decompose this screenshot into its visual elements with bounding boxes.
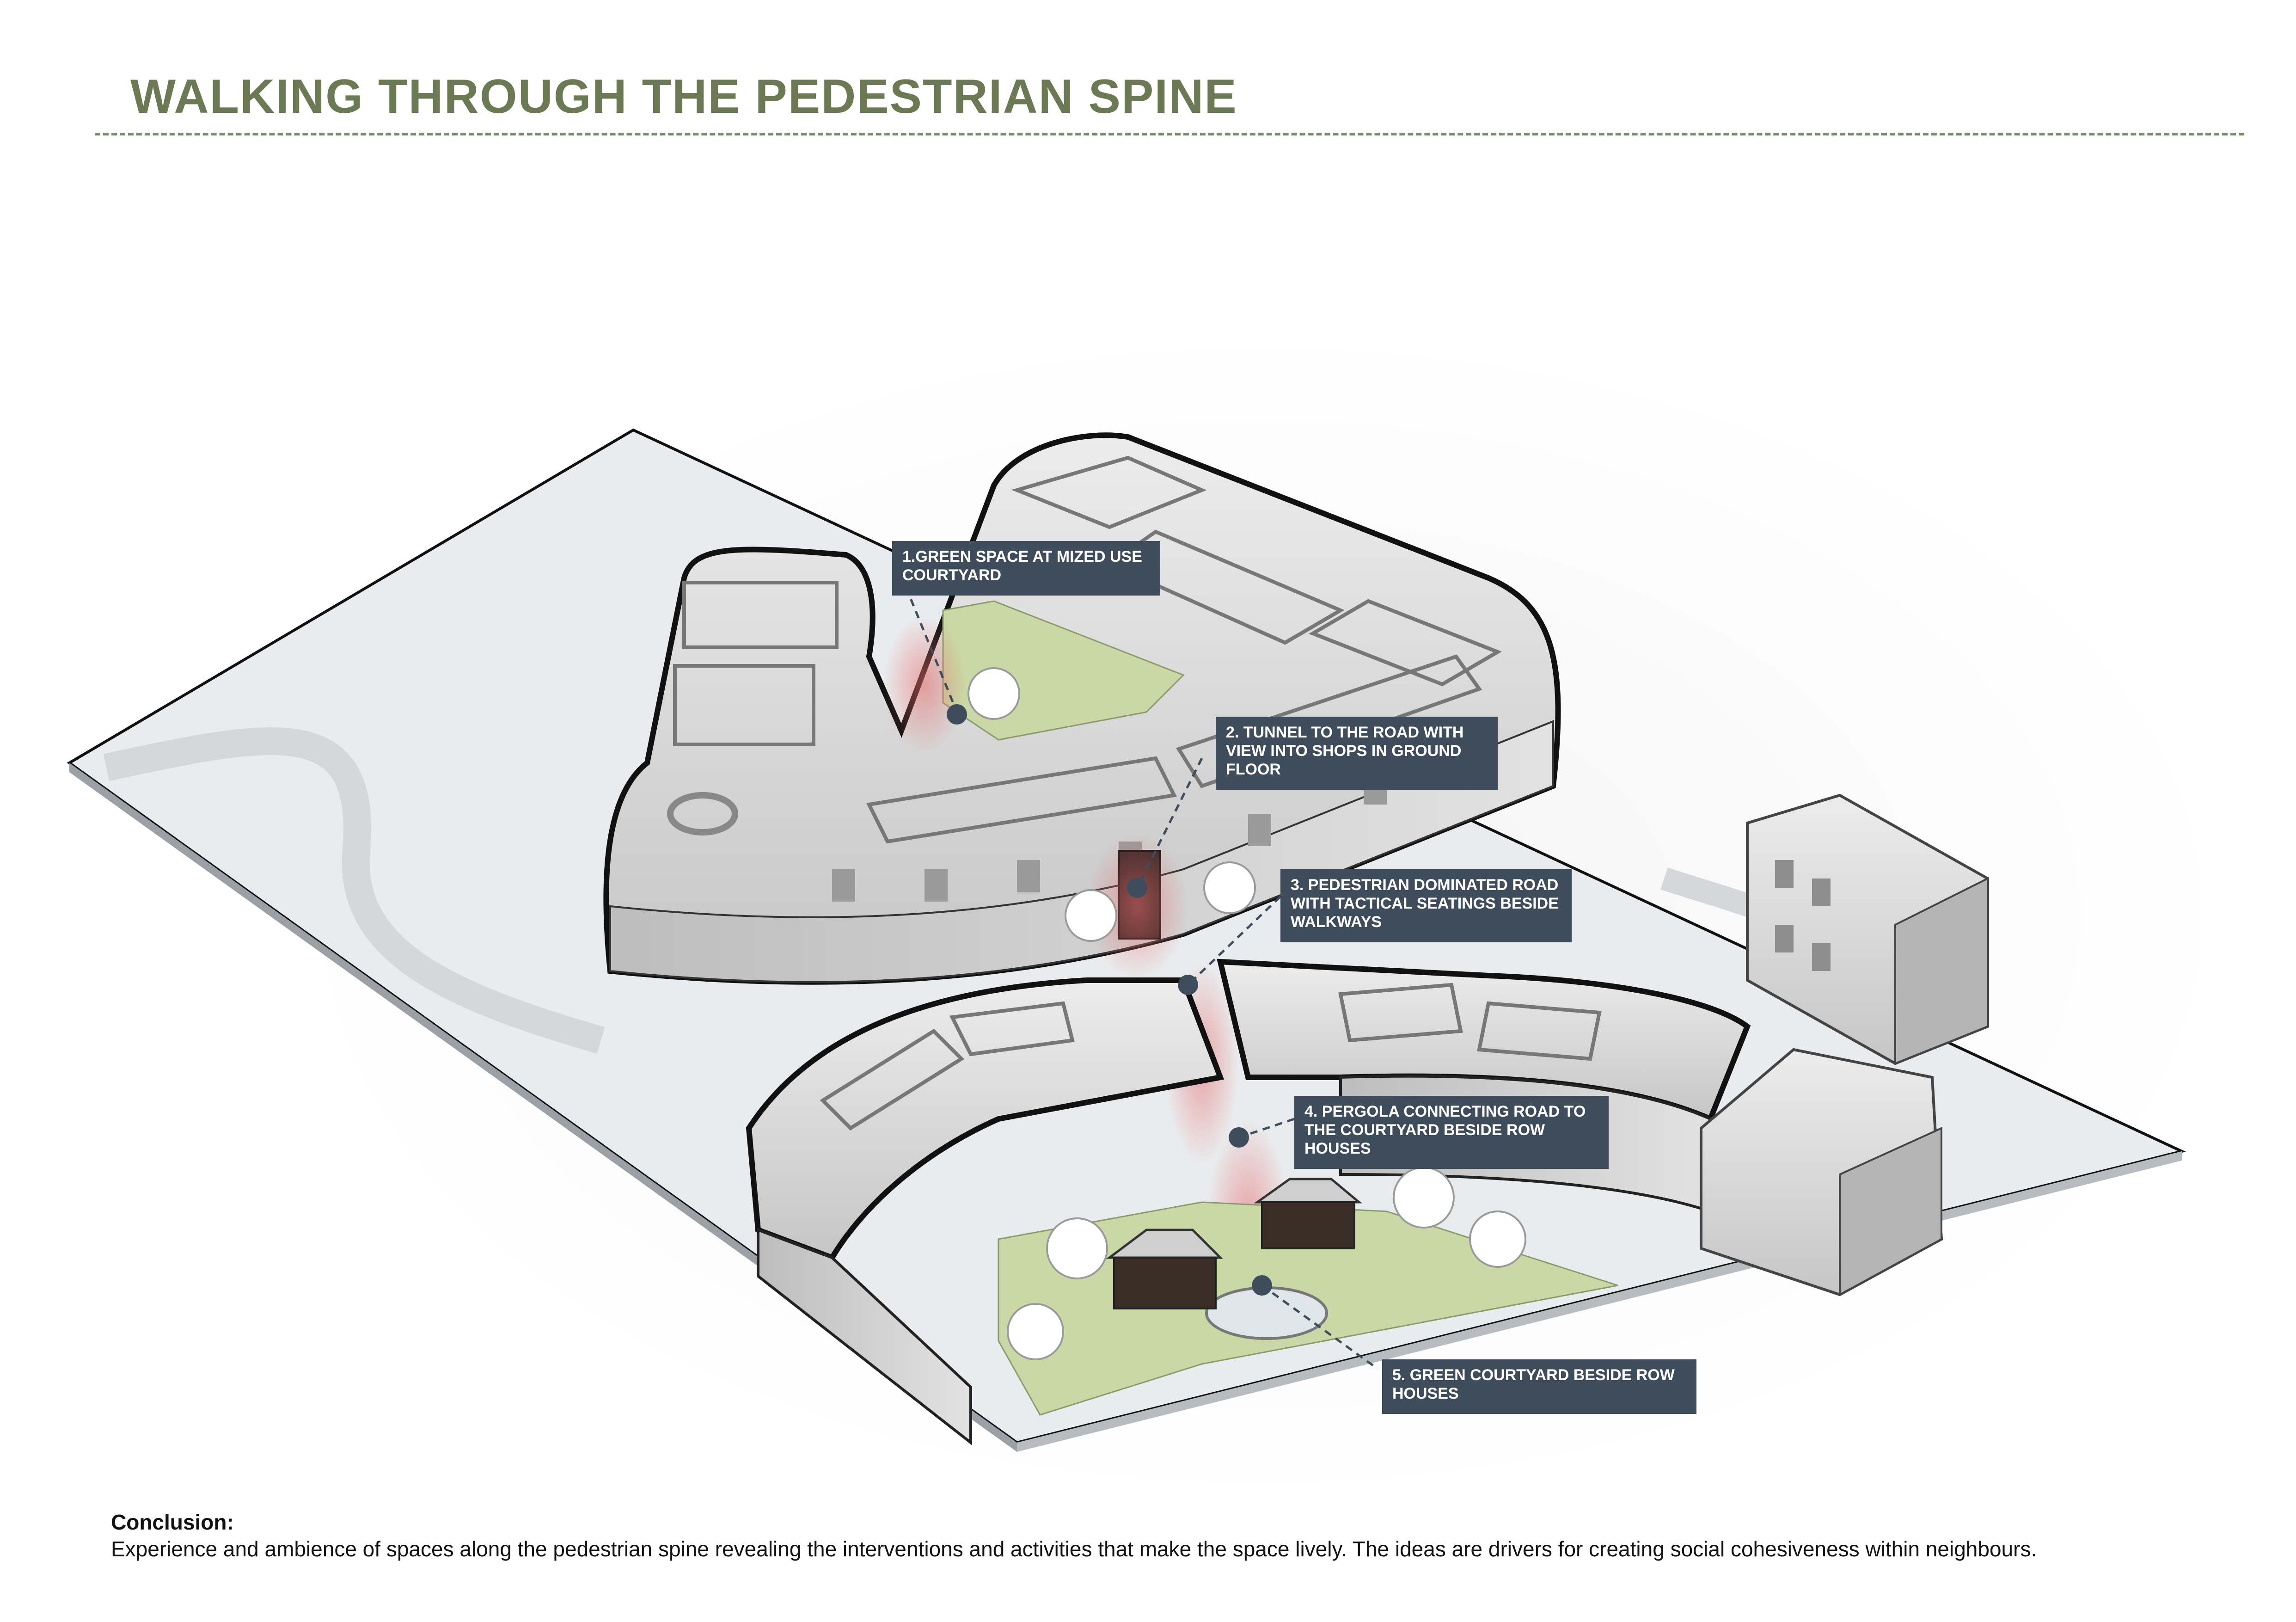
callout-1-green-space: 1.GREEN SPACE AT MIZED USE COURTYARD xyxy=(892,541,1160,596)
row-houses-west-roof xyxy=(746,977,1225,1261)
conclusion-heading: Conclusion: xyxy=(111,1510,234,1534)
callout-marker-1 xyxy=(947,704,967,725)
callout-4-pergola: 4. PERGOLA CONNECTING ROAD TO THE COURTY… xyxy=(1294,1096,1609,1169)
access-road xyxy=(103,727,605,1054)
courtyard-pond xyxy=(1205,1286,1328,1340)
mixed-use-block-north xyxy=(603,432,1561,985)
row-houses-west-facade xyxy=(757,1228,972,1446)
east-building-south xyxy=(1700,1048,1943,1296)
callout-5-green-courtyard: 5. GREEN COURTYARD BESIDE ROW HOUSES xyxy=(1382,1359,1696,1414)
callout-marker-5 xyxy=(1252,1275,1272,1296)
pedestrian-path-glow xyxy=(883,615,966,754)
callout-marker-3 xyxy=(1178,975,1198,995)
east-building-north xyxy=(1746,793,1989,1065)
callout-marker-4 xyxy=(1229,1127,1249,1148)
callout-2-tunnel: 2. TUNNEL TO THE ROAD WITH VIEW INTO SHO… xyxy=(1216,717,1498,790)
row-houses-west xyxy=(746,977,1225,1446)
rooftop-seating-ring xyxy=(667,792,738,836)
leader-lines xyxy=(905,587,1378,1370)
page-title: WALKING THROUGH THE PEDESTRIAN SPINE xyxy=(130,70,1237,123)
title-divider xyxy=(95,133,2244,135)
callout-marker-2 xyxy=(1127,878,1147,898)
pergola-pavilion xyxy=(1106,1229,1224,1309)
conclusion-text: Experience and ambience of spaces along … xyxy=(111,1537,2037,1561)
pedestrian-path-glow xyxy=(1086,832,1188,980)
tree-cluster xyxy=(967,667,1526,1360)
callout-3-pedestrian-road: 3. PEDESTRIAN DOMINATED ROAD WITH TACTIC… xyxy=(1280,869,1572,942)
pergola-pavilion xyxy=(1254,1178,1362,1249)
